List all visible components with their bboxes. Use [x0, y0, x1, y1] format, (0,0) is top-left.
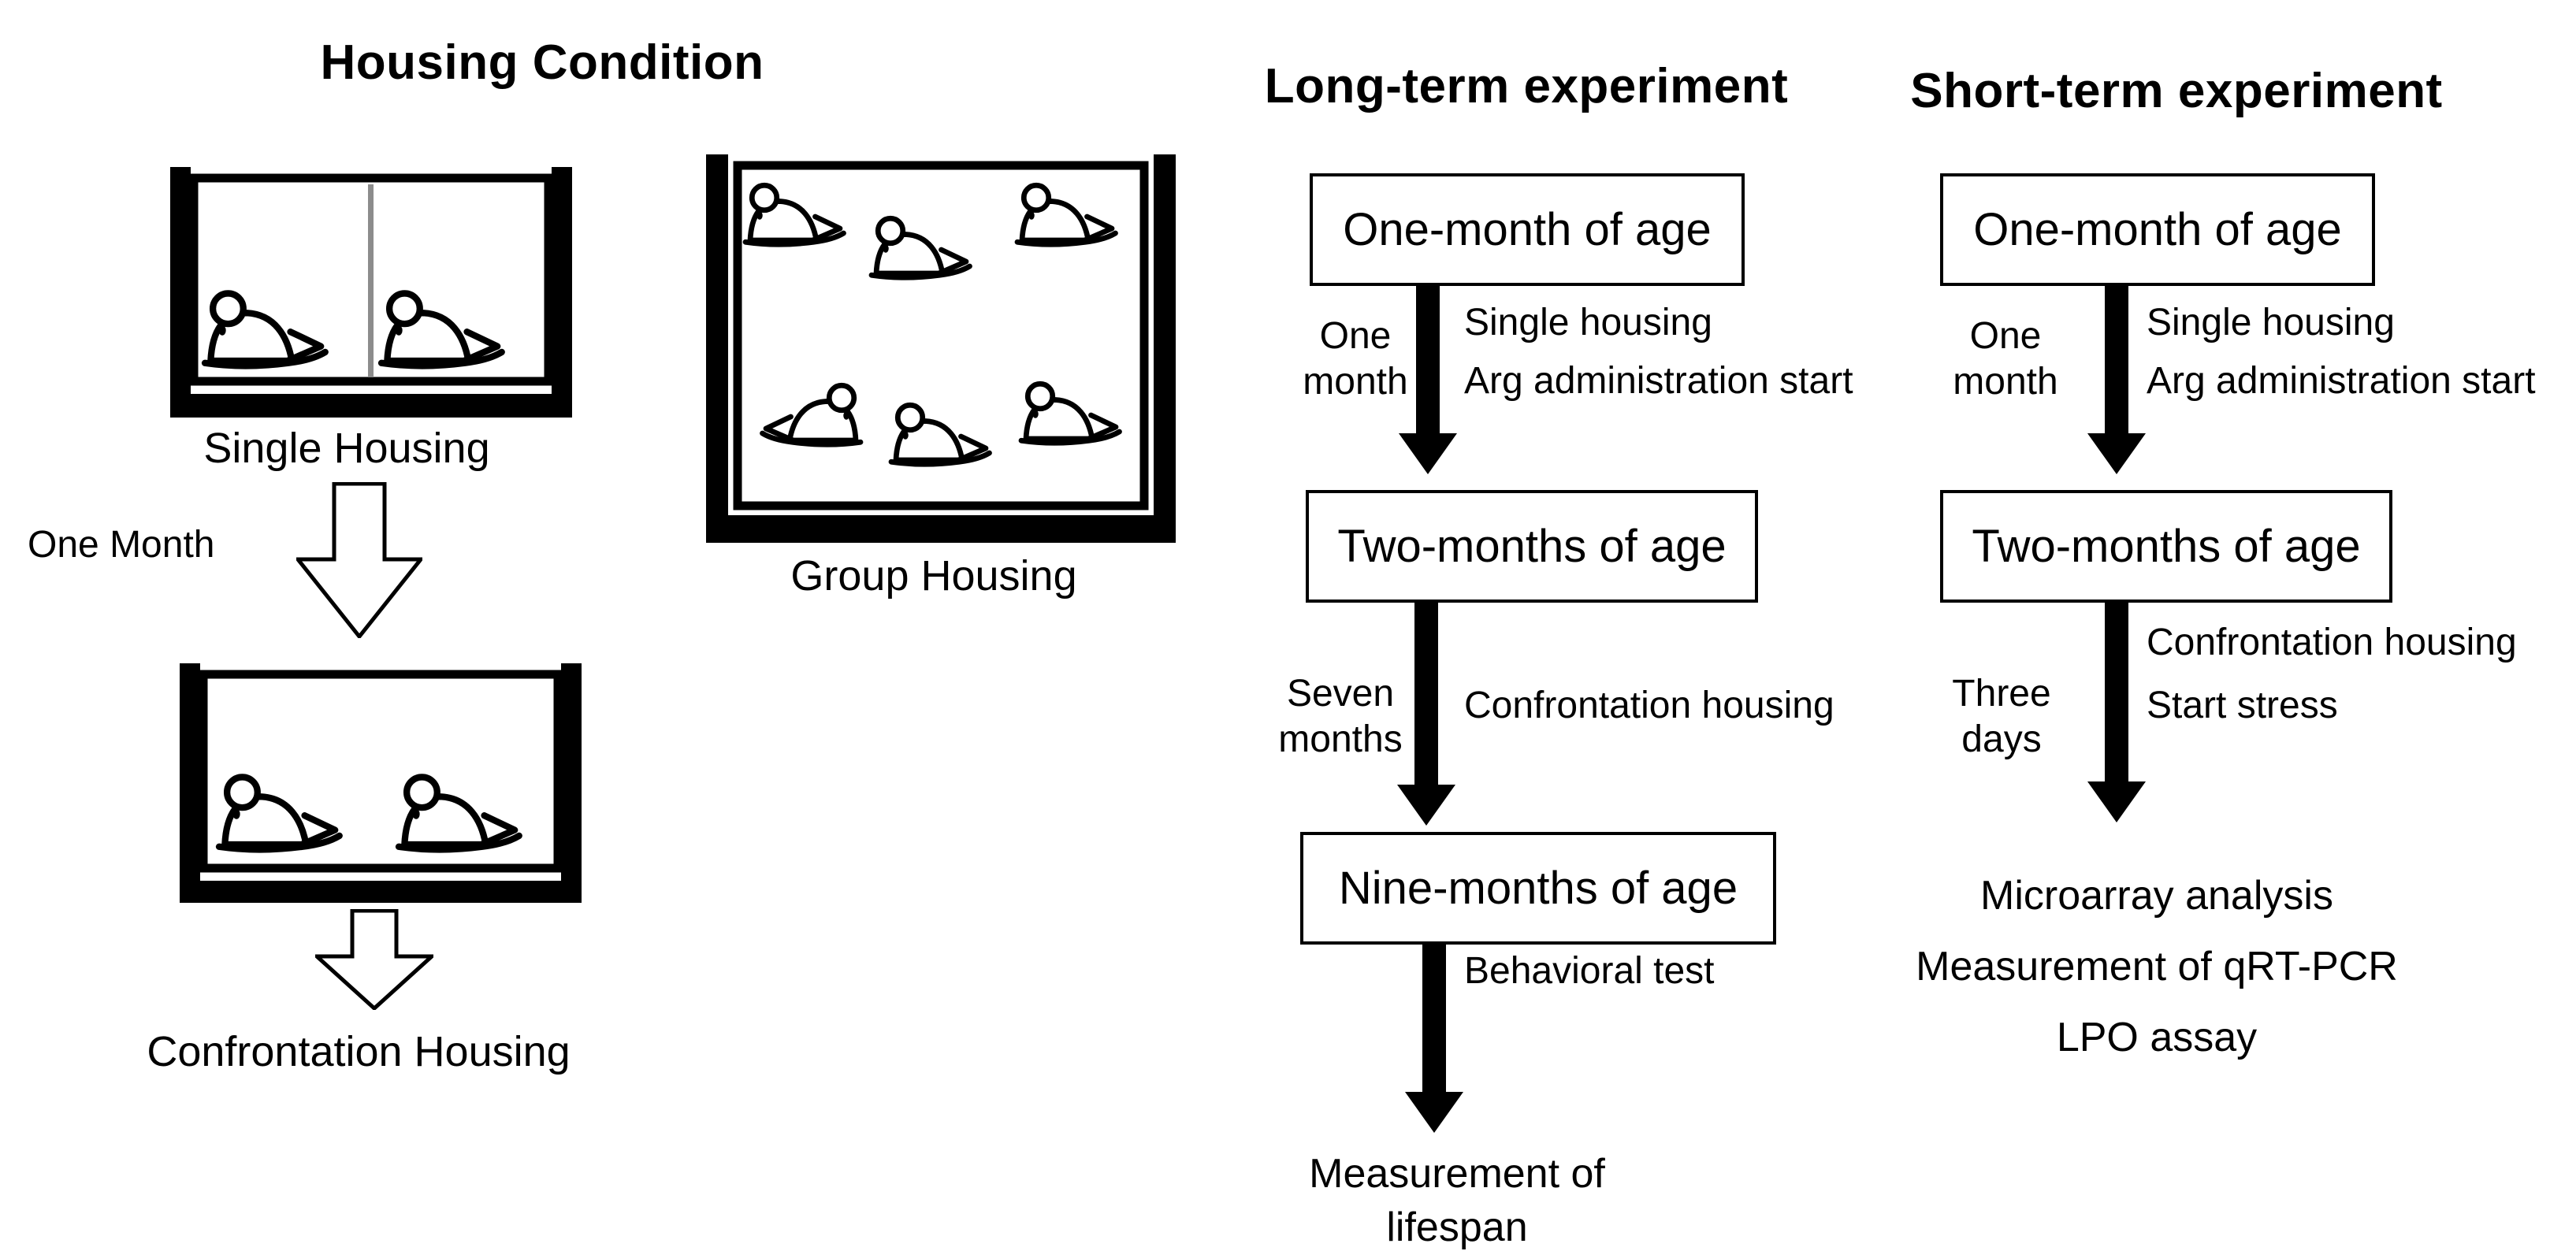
cage-divider	[368, 184, 374, 377]
single-housing-label: Single Housing	[203, 425, 490, 472]
solid-down-arrow-icon	[2087, 600, 2146, 822]
action-label: Arg administration start	[1464, 360, 1853, 402]
flow-box-one-month-age: One-month of age	[1940, 173, 2375, 286]
outcome-line: LPO assay	[2056, 1015, 2258, 1060]
outcome-label-lifespan: Measurement of lifespan	[1260, 1147, 1654, 1251]
action-label: Arg administration start	[2147, 360, 2536, 402]
solid-down-arrow-icon	[2087, 284, 2146, 474]
one-month-transition-label: One Month	[28, 524, 215, 566]
flow-box-one-month-age: One-month of age	[1310, 173, 1745, 286]
duration-line: Seven	[1286, 673, 1395, 715]
action-label: Confrontation housing	[2147, 622, 2517, 663]
duration-line: months	[1278, 718, 1403, 760]
flow-box-two-months-age: Two-months of age	[1306, 490, 1758, 603]
duration-label: One month	[1237, 314, 1474, 405]
flow-box-text: Nine-months of age	[1338, 863, 1738, 914]
duration-label: One month	[1887, 314, 2124, 405]
duration-label: Seven months	[1222, 671, 1459, 763]
duration-line: days	[1961, 718, 2042, 760]
flow-box-text: Two-months of age	[1337, 521, 1727, 572]
duration-line: One	[1319, 315, 1392, 357]
action-label: Single housing	[1464, 302, 1712, 343]
solid-down-arrow-icon	[1405, 942, 1463, 1133]
outcome-line: Measurement of	[1309, 1151, 1605, 1197]
duration-label: Three days	[1883, 671, 2120, 763]
single-housing-cage-icon	[170, 167, 572, 418]
housing-condition-title: Housing Condition	[320, 35, 764, 90]
flow-box-text: One-month of age	[1343, 204, 1712, 255]
long-term-title: Long-term experiment	[1264, 59, 1789, 113]
action-label: Start stress	[2147, 685, 2338, 726]
action-label: Confrontation housing	[1464, 685, 1834, 726]
outcome-line: lifespan	[1386, 1205, 1528, 1250]
flow-box-nine-months-age: Nine-months of age	[1300, 832, 1776, 945]
outcome-line: Measurement of qRT-PCR	[1916, 944, 2398, 989]
duration-line: Three	[1952, 673, 2051, 715]
confrontation-housing-label: Confrontation Housing	[147, 1028, 571, 1075]
group-housing-label: Group Housing	[790, 552, 1077, 600]
flow-box-two-months-age: Two-months of age	[1940, 490, 2392, 603]
confrontation-housing-cage-icon	[180, 663, 582, 903]
duration-line: month	[1953, 361, 2058, 403]
short-term-title: Short-term experiment	[1910, 64, 2443, 118]
outcome-line: Microarray analysis	[1980, 873, 2333, 919]
solid-down-arrow-icon	[1397, 600, 1455, 826]
duration-line: One	[1969, 315, 2042, 357]
flow-box-text: Two-months of age	[1972, 521, 2361, 572]
action-label: Behavioral test	[1464, 950, 1715, 992]
outcome-label-analyses: Microarray analysis Measurement of qRT-P…	[1881, 860, 2433, 1073]
hollow-down-arrow-icon	[296, 482, 422, 638]
action-label: Single housing	[2147, 302, 2395, 343]
group-housing-cage-icon	[706, 154, 1176, 543]
flow-box-text: One-month of age	[1973, 204, 2342, 255]
hollow-down-arrow-icon	[315, 909, 433, 1010]
solid-down-arrow-icon	[1399, 284, 1457, 474]
duration-line: month	[1303, 361, 1408, 403]
